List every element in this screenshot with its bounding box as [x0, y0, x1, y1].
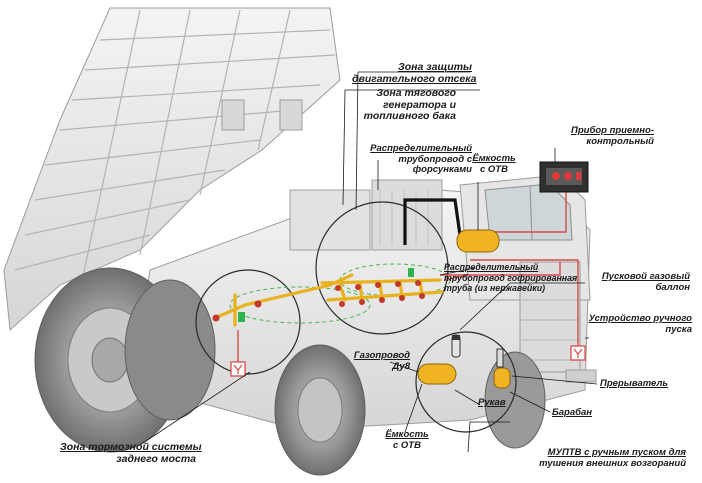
drum-barrel	[493, 348, 511, 389]
green-sensor	[238, 312, 245, 322]
rear-wheel	[34, 267, 216, 453]
label-corrugated-pipe: Распределительный трубопровод гофрирован…	[444, 262, 578, 293]
label-mufpt: МУПТВ с ручным пуском для тушения внешни…	[539, 447, 686, 469]
green-sensor-2	[408, 268, 414, 277]
label-generator-zone: Зона тягового генератора и топливного ба…	[363, 87, 456, 122]
leader-lines	[139, 71, 598, 453]
manual-start-box-2	[570, 345, 586, 361]
label-hose: Рукав	[478, 397, 506, 408]
label-tank-bottom: Ёмкость с ОТВ	[385, 429, 429, 451]
label-tank-top: Ёмкость с ОТВ	[472, 153, 516, 175]
label-drum: Барабан	[552, 407, 592, 418]
yellow-pipe-network	[213, 273, 444, 327]
label-interrupter: Прерыватель	[600, 378, 669, 389]
cab	[459, 174, 597, 383]
green-zone	[229, 286, 371, 324]
label-distribution-pipe: Распределительный трубопровод с форсунка…	[370, 143, 472, 175]
dump-body	[3, 7, 341, 332]
label-control-device: Прибор приемно- контрольный	[571, 125, 654, 147]
tank-bottom	[417, 363, 457, 385]
nozzles	[212, 280, 425, 322]
control-device	[539, 161, 589, 193]
red-wiring	[237, 180, 579, 365]
front-wheel	[274, 344, 366, 476]
label-gas-line: Газопровод Ду8	[353, 350, 410, 372]
protection-zones	[195, 201, 517, 433]
label-brake-zone: Зона тормозной системы заднего моста	[60, 441, 202, 465]
tank-top	[456, 229, 500, 253]
black-pipe	[403, 198, 462, 245]
label-gas-cylinder: Пусковой газовый баллон	[601, 271, 690, 293]
label-manual-start: Устройство ручного пуска	[588, 313, 692, 335]
label-engine-zone: Зона защиты двигательного отсека	[352, 61, 477, 85]
manual-start-box-1	[230, 361, 246, 377]
gas-cylinder-small	[451, 334, 461, 358]
